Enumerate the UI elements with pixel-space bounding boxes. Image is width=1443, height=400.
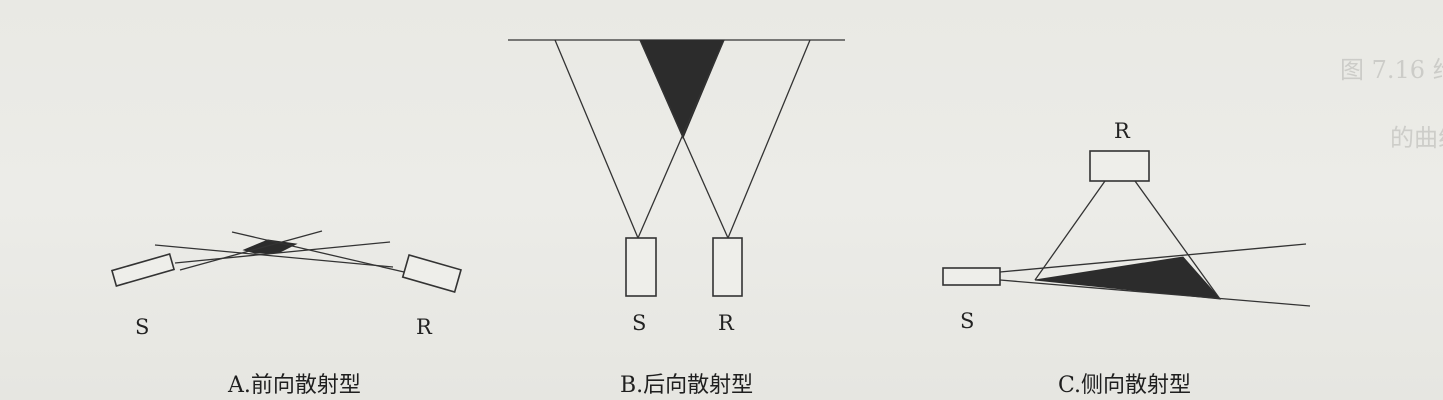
caption-forward-scatter: A.前向散射型	[227, 373, 361, 398]
receiver-view-right-edge	[1134, 180, 1221, 300]
source-beam-upper-edge	[999, 243, 1307, 273]
receiver-view-right-edge	[727, 39, 811, 239]
receiver-view-left-edge	[639, 39, 729, 239]
receiver-label: R	[718, 311, 735, 335]
receiver-view-left-edge	[1034, 180, 1106, 281]
receiver-box	[712, 237, 743, 297]
scatter-volume	[1034, 256, 1222, 300]
receiver-view-line-upper	[154, 244, 394, 268]
diagram-forward-scatter: S R A.前向散射型	[110, 230, 462, 398]
source-label: S	[632, 311, 646, 335]
diagram-side-scatter: S R C.侧向散射型	[942, 119, 1311, 398]
source-box	[942, 267, 1001, 286]
receiver-label: R	[416, 315, 433, 339]
source-beam-line-lower	[179, 230, 323, 271]
scatter-volume	[242, 239, 298, 254]
source-label: S	[135, 315, 149, 339]
source-box	[110, 253, 176, 287]
caption-back-scatter: B.后向散射型	[620, 373, 753, 398]
source-beam-left-edge	[554, 39, 639, 239]
bleed-through: 图 7.16 给出能见度为 75 m 时 的曲线。	[1340, 56, 1443, 152]
source-beam-lower-edge	[999, 279, 1311, 307]
scatter-volume	[639, 39, 725, 140]
caption-side-scatter: C.侧向散射型	[1058, 373, 1191, 398]
receiver-view-line-lower	[231, 231, 405, 273]
receiver-box	[1089, 150, 1150, 182]
bleed-through-line-1: 图 7.16 给出能见度为 75 m 时	[1340, 56, 1443, 84]
bleed-through-line-2: 的曲线。	[1390, 124, 1443, 152]
source-beam-line-upper	[174, 241, 391, 264]
receiver-label: R	[1114, 119, 1131, 143]
receiver-box	[401, 253, 462, 293]
source-beam-right-edge	[637, 39, 725, 239]
source-label: S	[960, 309, 974, 333]
source-box	[625, 237, 657, 297]
diagram-back-scatter: S R B.后向散射型	[508, 39, 845, 398]
